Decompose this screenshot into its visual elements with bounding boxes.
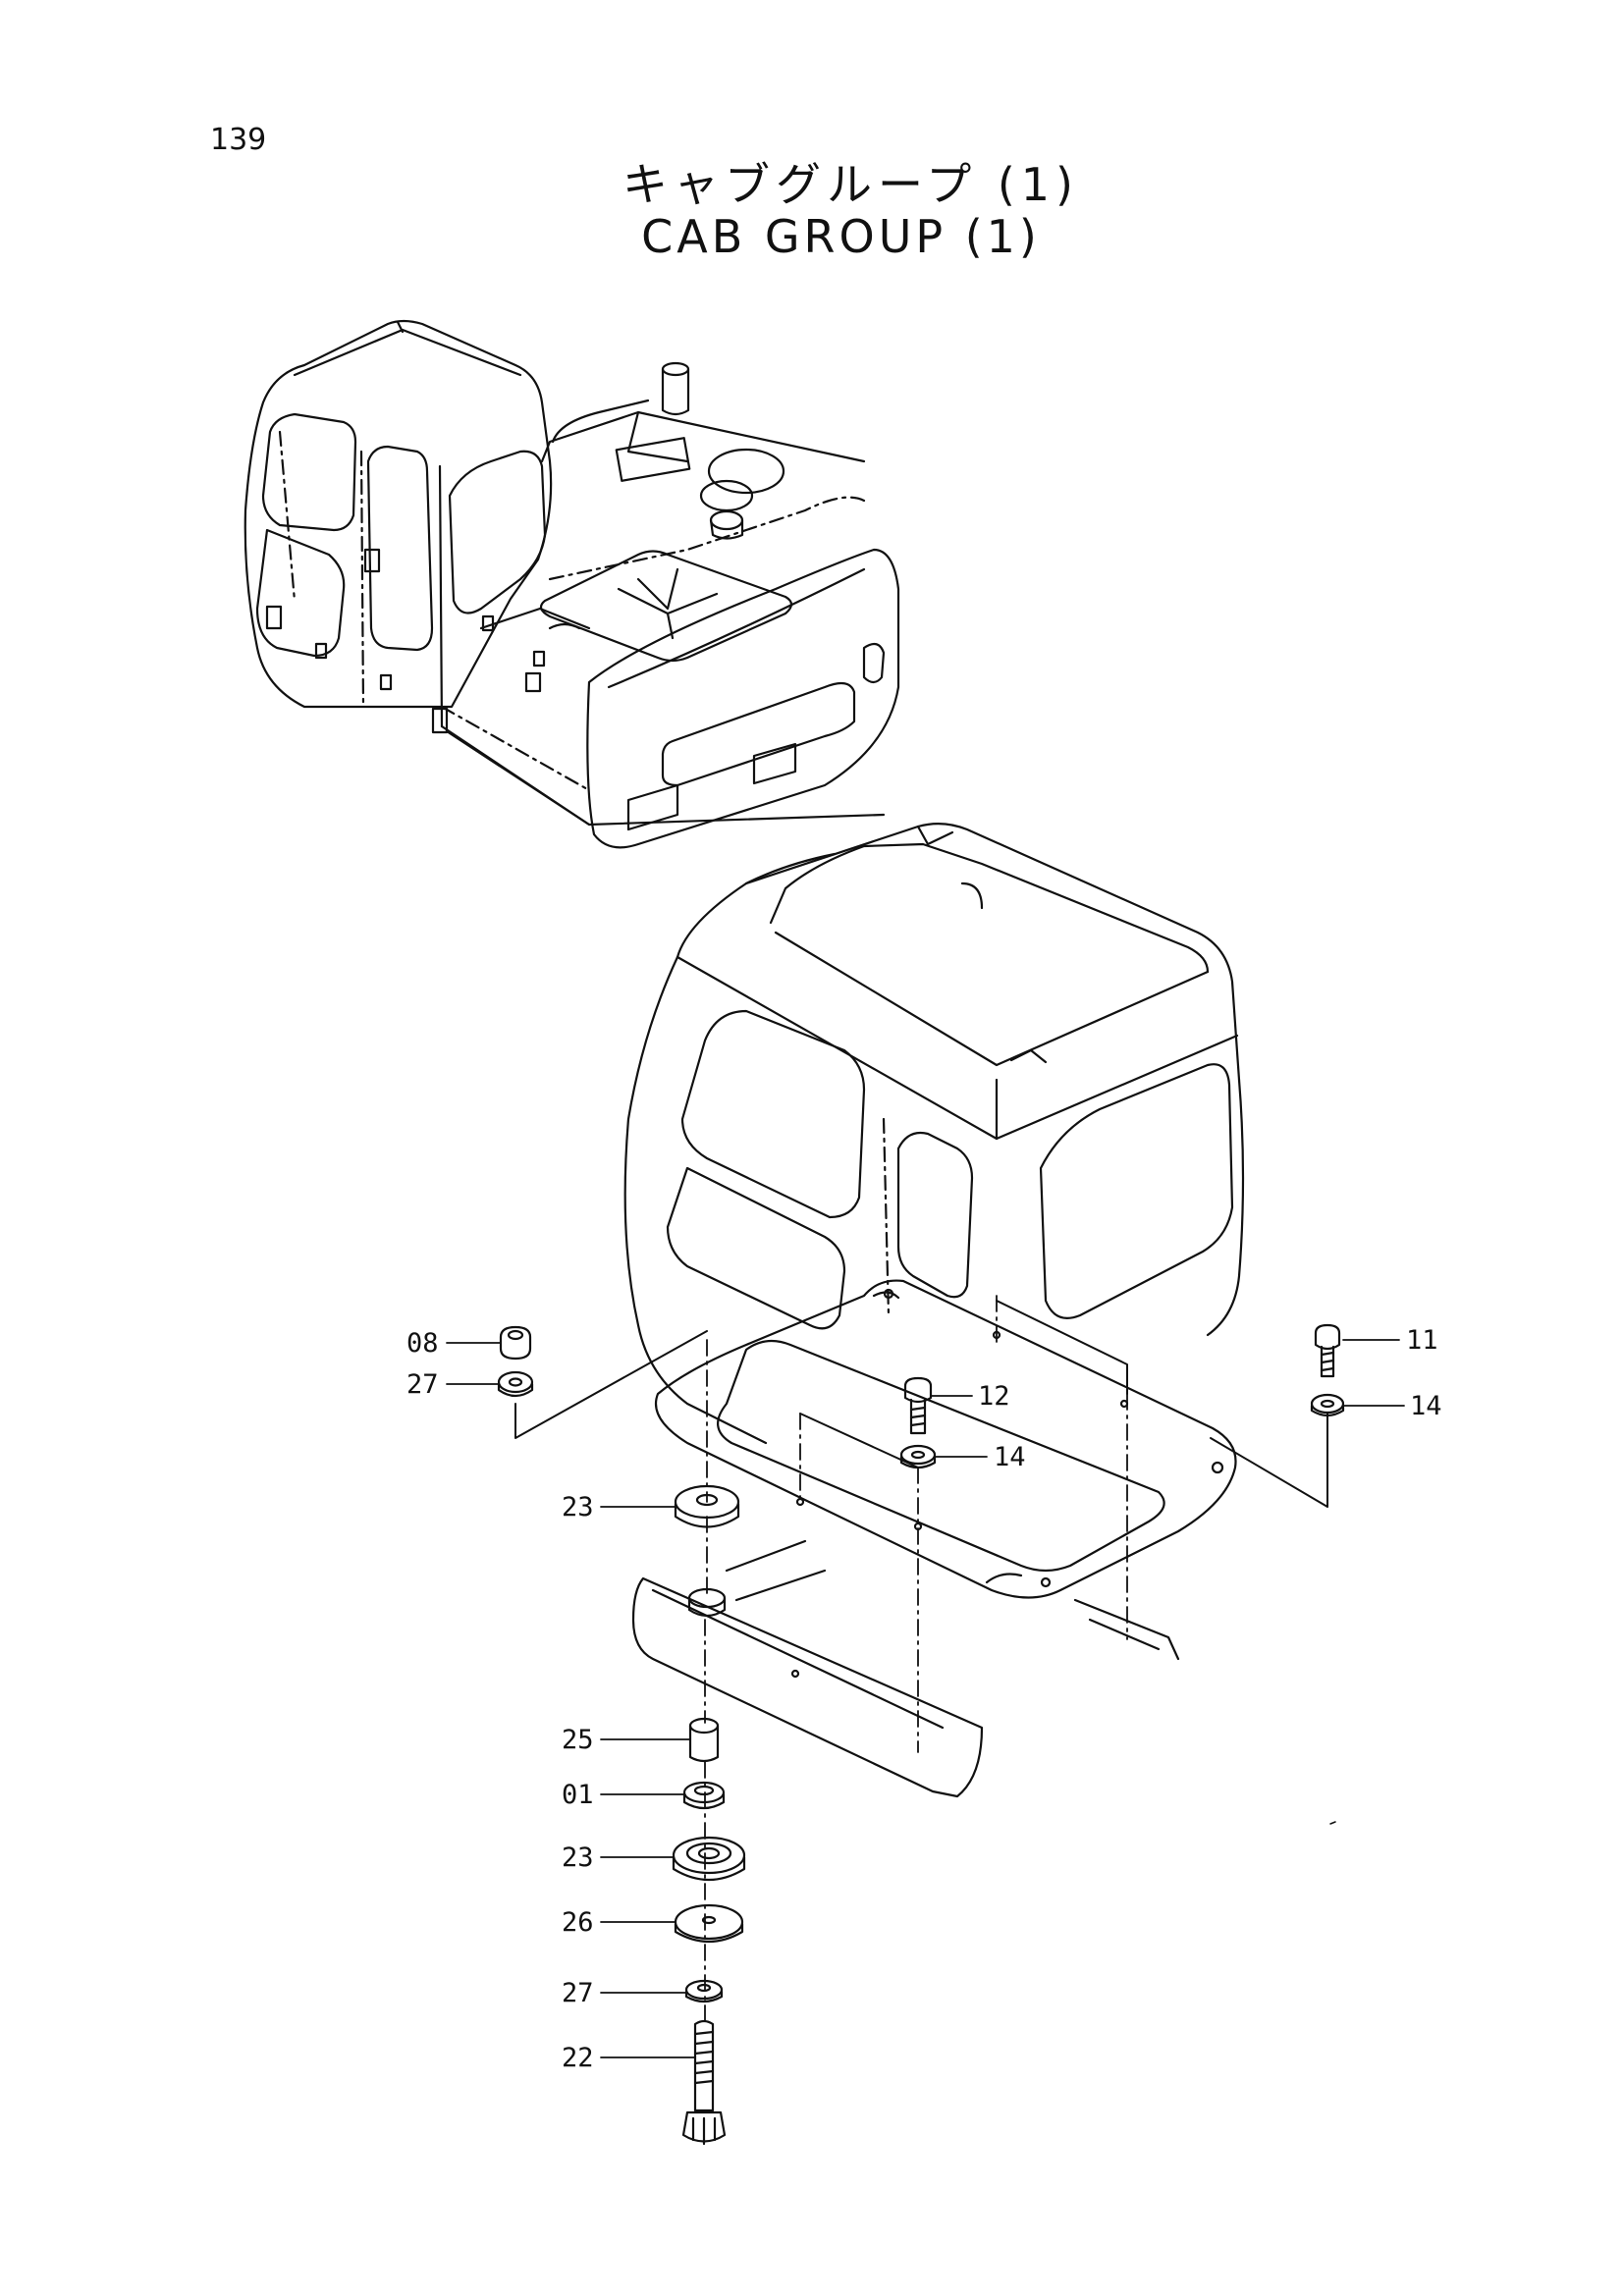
part-12-bolt	[903, 1376, 933, 1435]
callout-14-right: 14	[1410, 1391, 1442, 1421]
part-14-washer-middle	[899, 1444, 937, 1466]
hardware-parts	[497, 1323, 1345, 2146]
part-26-plate	[674, 1903, 744, 1943]
title-japanese: キャブグループ (1)	[622, 158, 1080, 211]
callout-01: 01	[562, 1780, 594, 1810]
callout-27-lower: 27	[562, 1978, 594, 2008]
stray-mark	[1329, 1821, 1336, 1825]
callout-27-upper: 27	[406, 1369, 439, 1400]
assembly-center-lines	[704, 1295, 1328, 2023]
part-23-mount-lower	[672, 1836, 746, 1881]
part-22-bolt	[681, 2019, 727, 2146]
callout-leaders	[446, 1339, 1405, 2058]
part-27-washer-lower	[684, 1979, 724, 2003]
callout-22: 22	[562, 2043, 594, 2073]
lead-lines	[514, 1300, 1328, 1508]
callout-12: 12	[978, 1381, 1010, 1412]
page-number: 139	[210, 123, 267, 157]
callout-26: 26	[562, 1907, 594, 1938]
callout-25: 25	[562, 1725, 594, 1755]
part-14-washer-right	[1310, 1393, 1345, 1415]
callout-14-middle: 14	[994, 1442, 1026, 1472]
callout-11: 11	[1406, 1325, 1438, 1356]
callout-08: 08	[406, 1328, 439, 1359]
callout-23-lower: 23	[562, 1842, 594, 1873]
part-11-bolt	[1314, 1323, 1341, 1378]
callout-23-upper: 23	[562, 1492, 594, 1522]
title-english: CAB GROUP (1)	[641, 210, 1041, 263]
part-25-spacer	[688, 1717, 720, 1763]
part-01-collar	[682, 1781, 726, 1810]
part-27-washer-upper	[497, 1370, 534, 1394]
cab-exploded-illustration	[623, 823, 1245, 1798]
part-08-nut	[499, 1325, 532, 1361]
machine-overview-illustration	[243, 319, 900, 849]
